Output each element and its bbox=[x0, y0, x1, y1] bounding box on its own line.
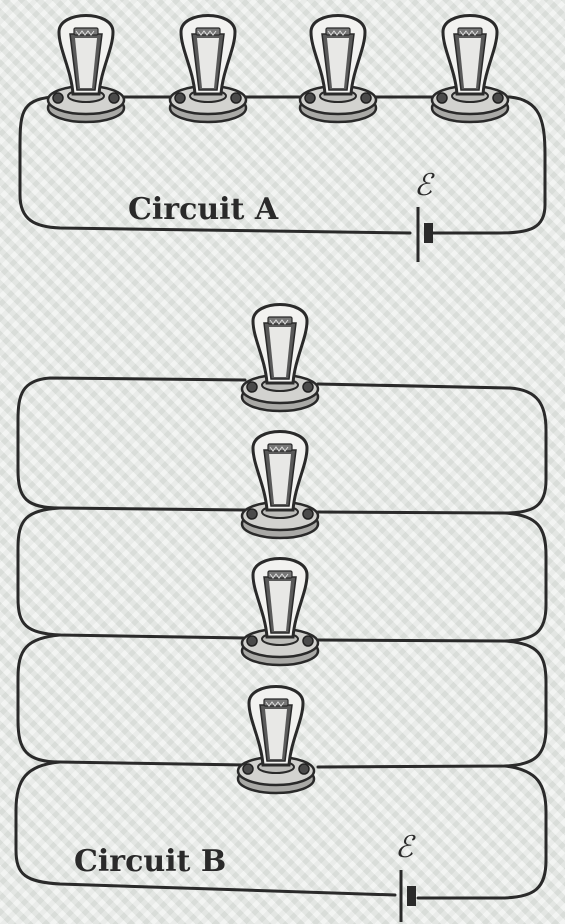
circuit-b-bulb-1 bbox=[240, 303, 320, 413]
circuit-b-loop-right-3 bbox=[316, 639, 548, 769]
circuit-b-loop-left-4 bbox=[14, 760, 397, 897]
circuit-b-label: Circuit B bbox=[74, 844, 226, 879]
circuit-a-wire-right bbox=[430, 95, 547, 235]
circuit-b-battery-icon bbox=[399, 870, 416, 922]
circuit-b-emf-symbol: ℰ bbox=[395, 830, 416, 865]
circuit-b-loop-right-2 bbox=[316, 511, 548, 643]
circuit-b: ℰ Circuit B bbox=[14, 303, 548, 922]
circuit-a-bulb-4 bbox=[430, 14, 510, 124]
circuit-a: ℰ Circuit A bbox=[18, 14, 547, 262]
circuit-a-label: Circuit A bbox=[128, 192, 279, 227]
circuit-a-battery-icon bbox=[416, 207, 433, 262]
circuit-b-loop-left-3 bbox=[16, 633, 247, 767]
circuit-a-bulb-2 bbox=[168, 14, 248, 124]
circuit-a-bulb-1 bbox=[46, 14, 126, 124]
circuit-a-wire-top bbox=[18, 95, 412, 235]
circuit-b-loop-left-2 bbox=[16, 506, 247, 640]
circuit-b-bulb-3 bbox=[240, 557, 320, 667]
circuit-a-emf-symbol: ℰ bbox=[414, 168, 435, 203]
circuit-a-bulb-3 bbox=[298, 14, 378, 124]
circuit-b-bulb-4 bbox=[236, 685, 316, 795]
circuit-b-loop-right-1 bbox=[316, 382, 548, 515]
circuit-b-loop-left-1 bbox=[16, 376, 247, 512]
circuit-b-loop-right-4 bbox=[416, 764, 548, 900]
circuit-b-bulb-2 bbox=[240, 430, 320, 540]
